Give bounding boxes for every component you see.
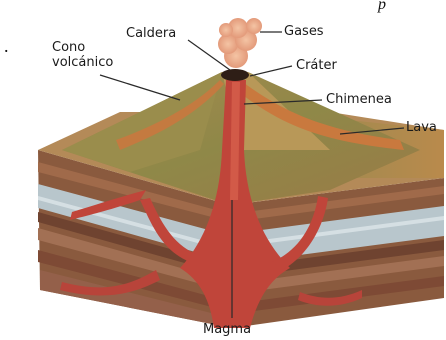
label-crater: Cráter <box>296 58 337 74</box>
label-gases: Gases <box>284 24 324 40</box>
leader-crater <box>250 66 292 76</box>
label-caldera: Caldera <box>126 26 176 42</box>
crater-opening <box>221 69 249 81</box>
gas-cloud <box>218 18 262 68</box>
label-cono-line1: Cono <box>52 40 85 56</box>
label-magma: Magma <box>203 322 251 338</box>
label-cono-line2: volcánico <box>52 55 113 71</box>
leader-cono <box>100 75 180 100</box>
label-chimenea: Chimenea <box>326 92 392 108</box>
label-lava: Lava <box>406 120 437 136</box>
